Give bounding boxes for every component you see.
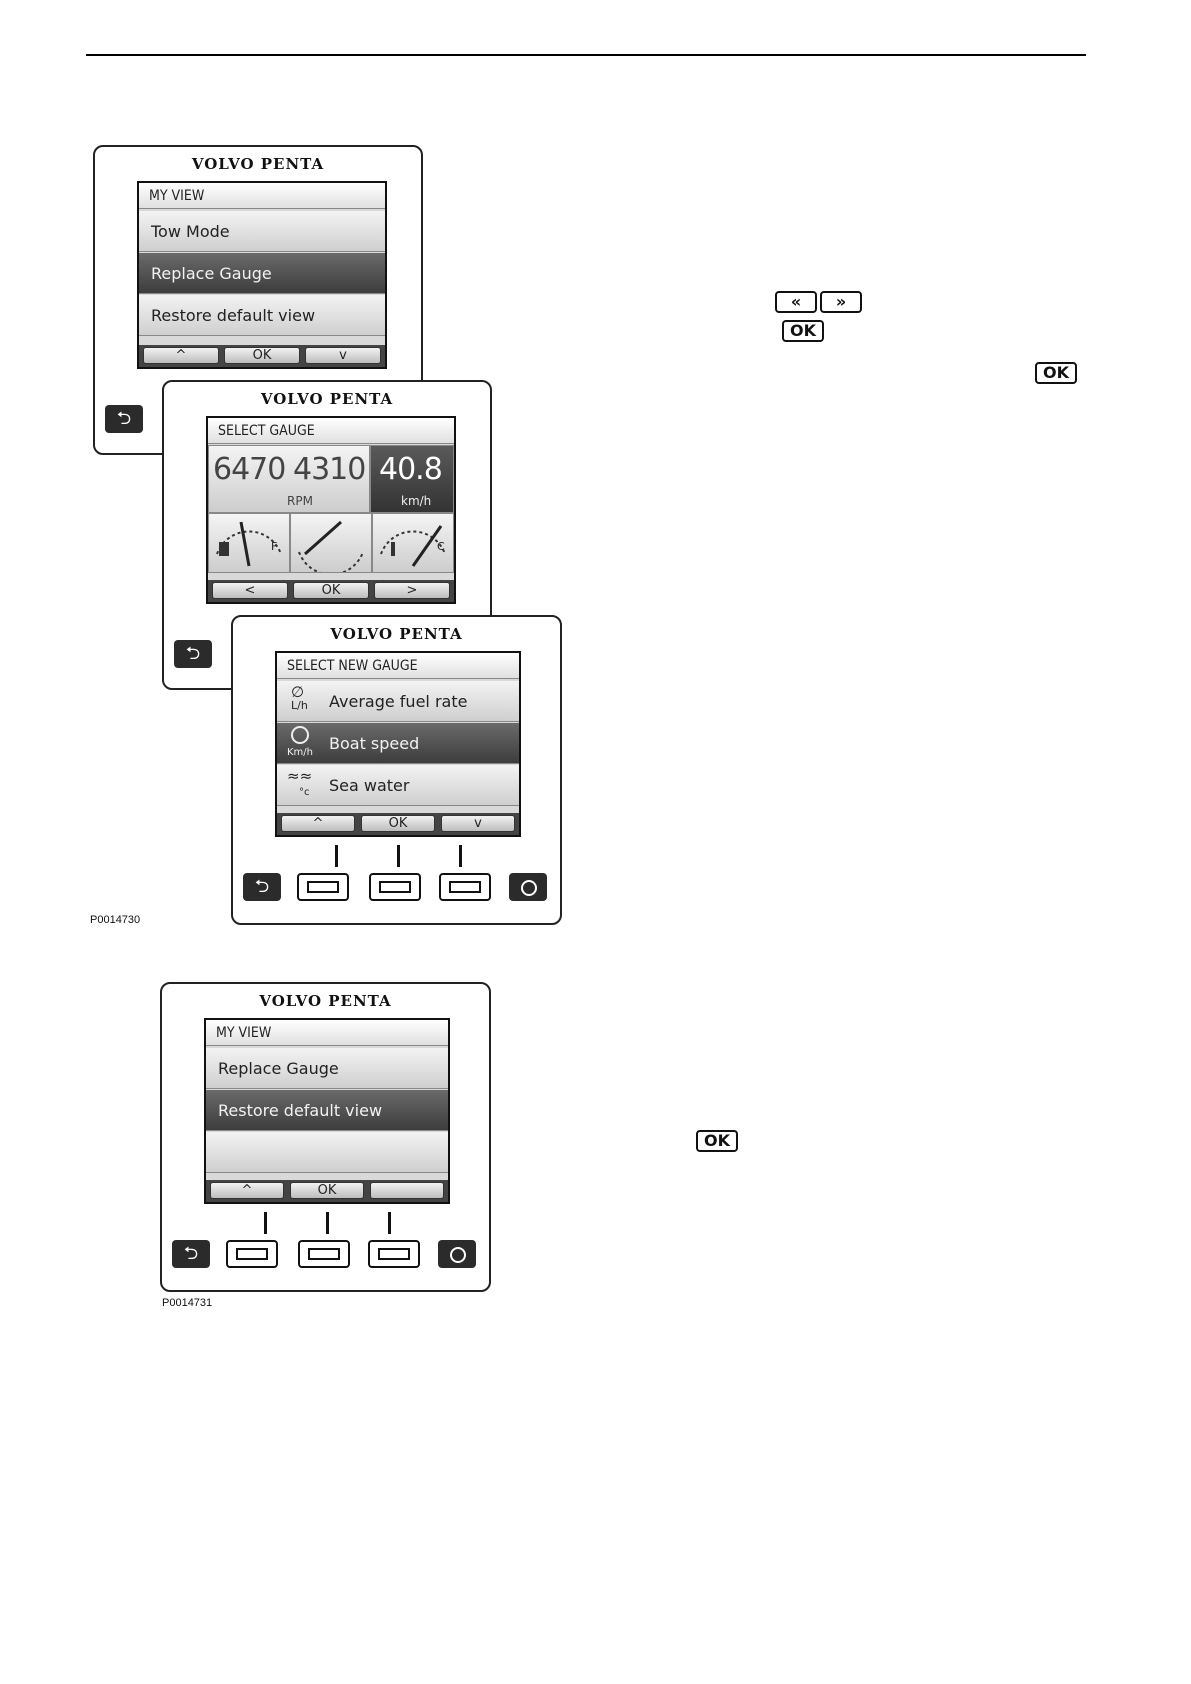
trim-gauge-icon (298, 520, 364, 576)
header-rule (86, 54, 1086, 56)
softkey-left[interactable]: < (212, 582, 288, 599)
gauge-trim[interactable] (290, 513, 372, 576)
figure-caption: P0014731 (162, 1297, 213, 1309)
back-button[interactable]: ⮌ (243, 873, 281, 901)
speedometer-icon (291, 726, 309, 744)
key-link-line (459, 845, 462, 867)
screen-select-new-gauge: SELECT NEW GAUGE ∅ L/h Average fuel rate… (275, 651, 521, 837)
softkey-ok[interactable]: OK (361, 815, 435, 832)
key-link-line (397, 845, 400, 867)
softkey-bar: ^ OK (206, 1180, 448, 1202)
rpm-right-value: 4310 (293, 452, 366, 487)
menu-item-label: Sea water (329, 776, 410, 795)
hardware-softkey-2[interactable] (298, 1240, 350, 1268)
menu-item-sea-water[interactable]: ≈≈ °c Sea water (277, 765, 519, 806)
gauge-temperature[interactable]: C (372, 513, 454, 573)
softkey-ok[interactable]: OK (224, 347, 300, 364)
volvo-penta-logo: VOLVO PENTA (191, 155, 325, 173)
key-link-line (388, 1212, 391, 1234)
screen-select-gauge: SELECT GAUGE 6470 4310 RPM 40.8 km/h F (206, 416, 456, 604)
menu-item-replace-gauge[interactable]: Replace Gauge (206, 1048, 448, 1089)
screen-title: MY VIEW (139, 183, 385, 209)
gauge-speed[interactable]: 40.8 km/h (370, 445, 454, 513)
softkey-ok[interactable]: OK (293, 582, 369, 599)
screen-my-view-restore: MY VIEW Replace Gauge Restore default vi… (204, 1018, 450, 1204)
menu-item-restore-default[interactable]: Restore default view (206, 1090, 448, 1131)
volvo-penta-logo: VOLVO PENTA (330, 625, 463, 643)
temp-label: C (437, 540, 445, 553)
softkey-right[interactable]: > (374, 582, 450, 599)
softkey-ok[interactable]: OK (290, 1182, 364, 1199)
screen-my-view: MY VIEW Tow Mode Replace Gauge Restore d… (137, 181, 387, 369)
volvo-penta-logo: VOLVO PENTA (259, 992, 392, 1010)
menu-item-average-fuel-rate[interactable]: ∅ L/h Average fuel rate (277, 681, 519, 722)
dial-button[interactable] (509, 873, 547, 901)
back-button[interactable]: ⮌ (172, 1240, 210, 1268)
figure-caption: P0014730 (90, 914, 141, 926)
hardware-softkey-2[interactable] (369, 873, 421, 901)
key-link-line (326, 1212, 329, 1234)
display-unit-select-gauge: VOLVO PENTA SELECT GAUGE 6470 4310 RPM 4… (162, 380, 492, 690)
hardware-softkey-3[interactable] (368, 1240, 420, 1268)
fuel-rate-icon: ∅ (291, 683, 305, 701)
key-link-line (264, 1212, 267, 1234)
menu-item-label: Boat speed (329, 734, 420, 753)
hardware-softkey-1[interactable] (297, 873, 349, 901)
softkey-down[interactable]: v (305, 347, 381, 364)
hardware-softkey-3[interactable] (439, 873, 491, 901)
softkey-bar: < OK > (208, 580, 454, 602)
ok-key-icon: OK (782, 320, 824, 342)
screen-title: MY VIEW (206, 1020, 448, 1046)
softkey-down[interactable]: v (441, 815, 515, 832)
rpm-left-value: 6470 (213, 452, 286, 487)
softkey-up[interactable]: ^ (281, 815, 355, 832)
speed-unit: km/h (401, 494, 432, 508)
menu-item-replace-gauge[interactable]: Replace Gauge (139, 253, 385, 294)
back-button[interactable]: ⮌ (105, 405, 143, 433)
fuel-full-label: F (271, 540, 278, 553)
speed-value: 40.8 (379, 452, 443, 487)
softkey-bar: ^ OK v (139, 345, 385, 367)
speed-unit-icon-text: Km/h (287, 747, 314, 758)
gauge-fuel[interactable]: F (208, 513, 290, 573)
ok-key-icon: OK (696, 1130, 738, 1152)
rpm-unit: RPM (287, 494, 313, 508)
dial-button[interactable] (438, 1240, 476, 1268)
fuel-gauge-icon (216, 521, 282, 567)
left-key-icon: « (775, 291, 817, 313)
softkey-up[interactable]: ^ (143, 347, 219, 364)
sea-water-temp-icon: ≈≈ (287, 767, 313, 785)
display-unit-select-new-gauge: VOLVO PENTA SELECT NEW GAUGE ∅ L/h Avera… (231, 615, 562, 925)
ok-key-icon: OK (1035, 362, 1077, 384)
right-key-icon: » (820, 291, 862, 313)
display-unit-my-view: VOLVO PENTA MY VIEW Tow Mode Replace Gau… (93, 145, 423, 455)
softkey-bar: ^ OK v (277, 813, 519, 835)
hardware-softkey-1[interactable] (226, 1240, 278, 1268)
back-button[interactable]: ⮌ (174, 640, 212, 668)
menu-item-restore-default[interactable]: Restore default view (139, 295, 385, 336)
sea-water-unit: °c (299, 787, 310, 798)
temperature-gauge-icon (380, 525, 446, 567)
menu-item-label: Average fuel rate (329, 692, 468, 711)
softkey-empty[interactable] (370, 1182, 444, 1199)
menu-item-empty (206, 1132, 448, 1173)
key-link-line (335, 845, 338, 867)
menu-item-tow-mode[interactable]: Tow Mode (139, 211, 385, 252)
screen-title: SELECT GAUGE (208, 418, 454, 444)
volvo-penta-logo: VOLVO PENTA (260, 390, 394, 408)
softkey-up[interactable]: ^ (210, 1182, 284, 1199)
menu-item-boat-speed[interactable]: Km/h Boat speed (277, 723, 519, 764)
display-unit-restore-view: VOLVO PENTA MY VIEW Replace Gauge Restor… (160, 982, 491, 1292)
screen-title: SELECT NEW GAUGE (277, 653, 519, 679)
gauge-rpm[interactable]: 6470 4310 RPM (208, 445, 370, 513)
fuel-rate-unit: L/h (291, 699, 308, 712)
